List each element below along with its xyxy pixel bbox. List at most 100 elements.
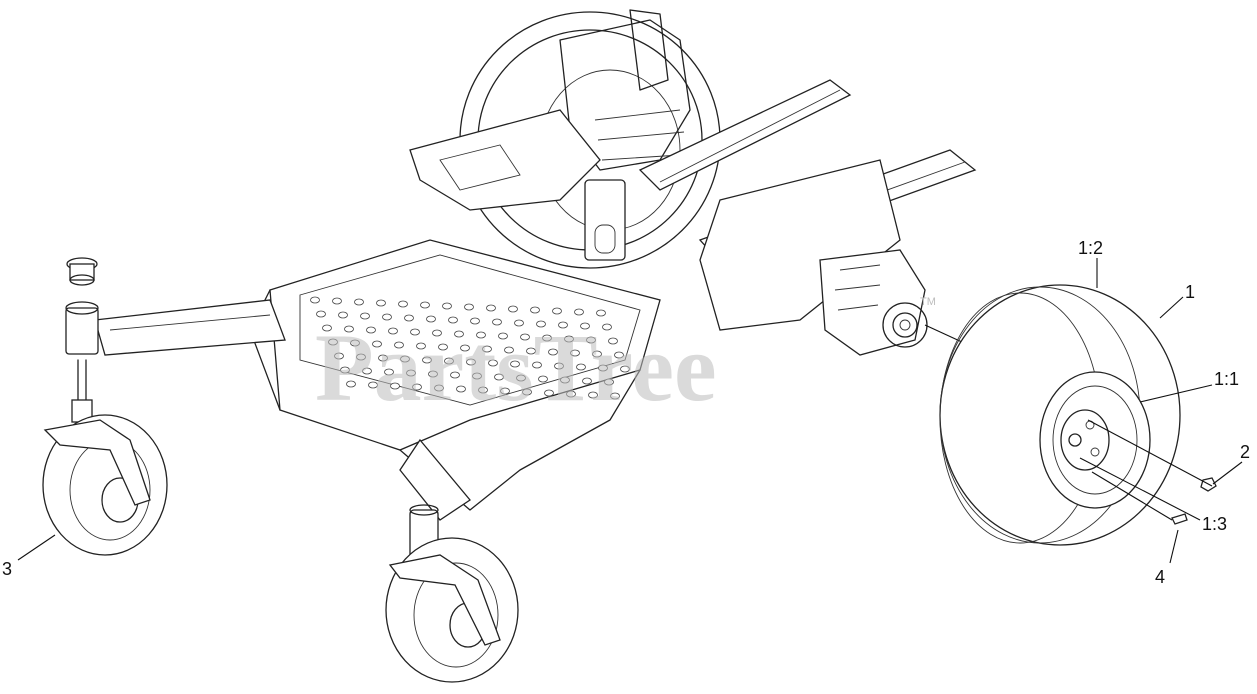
- perforation-hole: [390, 382, 400, 390]
- perforation-hole: [522, 388, 532, 396]
- perforation-hole: [508, 305, 518, 313]
- valve-stem: [1171, 513, 1188, 525]
- perforation-hole: [456, 385, 466, 393]
- perforation-hole: [486, 304, 496, 312]
- perforation-hole: [532, 361, 542, 369]
- perforation-hole: [614, 351, 624, 359]
- perforation-hole: [394, 341, 404, 349]
- perforation-hole: [598, 364, 608, 372]
- callout-1-1: 1:1: [1214, 369, 1239, 389]
- perforation-hole: [504, 346, 514, 354]
- perforation-hole: [406, 369, 416, 377]
- rear-drive-wheel: [939, 284, 1181, 546]
- perforation-hole: [476, 331, 486, 339]
- perforation-hole: [432, 329, 442, 337]
- perforation-hole: [428, 370, 438, 378]
- perforation-hole: [444, 357, 454, 365]
- perforation-hole: [574, 308, 584, 316]
- floor-perforations: [310, 296, 630, 400]
- perforation-hole: [354, 298, 364, 306]
- perforation-hole: [548, 348, 558, 356]
- perforation-hole: [576, 363, 586, 371]
- perforation-hole: [310, 296, 320, 304]
- perforation-hole: [586, 336, 596, 344]
- perforation-hole: [450, 371, 460, 379]
- perforation-hole: [492, 318, 502, 326]
- center-caster-wheel: [385, 504, 519, 683]
- perforation-hole: [470, 317, 480, 325]
- perforation-hole: [384, 368, 394, 376]
- perforation-hole: [438, 343, 448, 351]
- perforation-hole: [400, 355, 410, 363]
- perforation-hole: [620, 365, 630, 373]
- perforation-hole: [494, 373, 504, 381]
- perforation-hole: [412, 383, 422, 391]
- perforation-hole: [498, 332, 508, 340]
- callout-1-3: 1:3: [1202, 514, 1227, 534]
- perforation-hole: [588, 391, 598, 399]
- callout-1: 1: [1185, 282, 1195, 302]
- perforation-hole: [570, 349, 580, 357]
- caster-spindle-left: [65, 257, 99, 423]
- perforation-hole: [558, 321, 568, 329]
- transmission: [819, 249, 976, 356]
- perforation-hole: [564, 335, 574, 343]
- trademark-mark: TM: [920, 296, 936, 308]
- perforation-hole: [610, 392, 620, 400]
- perforation-hole: [516, 374, 526, 382]
- perforation-hole: [388, 327, 398, 335]
- perforation-hole: [544, 389, 554, 397]
- perforation-hole: [362, 367, 372, 375]
- perforation-hole: [334, 352, 344, 360]
- perforation-hole: [350, 339, 360, 347]
- perforation-hole: [368, 381, 378, 389]
- perforation-hole: [488, 359, 498, 367]
- perforation-hole: [338, 311, 348, 319]
- perforation-hole: [346, 380, 356, 388]
- perforation-hole: [422, 356, 432, 364]
- perforation-hole: [604, 378, 614, 386]
- perforation-hole: [420, 301, 430, 309]
- perforation-hole: [560, 376, 570, 384]
- perforation-hole: [580, 322, 590, 330]
- perforation-hole: [322, 324, 332, 332]
- perforation-hole: [434, 384, 444, 392]
- frame-rails: [409, 79, 977, 331]
- perforation-hole: [372, 340, 382, 348]
- callout-4: 4: [1155, 567, 1165, 587]
- perforation-hole: [514, 319, 524, 327]
- perforation-hole: [554, 362, 564, 370]
- perforation-hole: [466, 358, 476, 366]
- perforation-hole: [442, 302, 452, 310]
- perforation-hole: [520, 333, 530, 341]
- left-caster-wheel: [42, 414, 168, 556]
- perforation-hole: [582, 377, 592, 385]
- perforation-hole: [404, 314, 414, 322]
- perforation-hole: [460, 344, 470, 352]
- perforation-hole: [366, 326, 376, 334]
- perforation-hole: [592, 350, 602, 358]
- perforation-hole: [500, 387, 510, 395]
- perforation-hole: [482, 345, 492, 353]
- perforation-hole: [340, 366, 350, 374]
- perforation-hole: [530, 306, 540, 314]
- perforation-hole: [596, 309, 606, 317]
- perforation-hole: [608, 337, 618, 345]
- perforation-hole: [448, 316, 458, 324]
- perforation-hole: [510, 360, 520, 368]
- perforation-hole: [478, 386, 488, 394]
- perforation-hole: [566, 390, 576, 398]
- partstree-watermark: PartsTree: [315, 314, 717, 421]
- perforation-hole: [332, 297, 342, 305]
- perforation-hole: [552, 307, 562, 315]
- perforation-hole: [360, 312, 370, 320]
- callout-2: 2: [1240, 442, 1250, 462]
- callout-1-2: 1:2: [1078, 238, 1103, 258]
- perforation-hole: [538, 375, 548, 383]
- perforation-hole: [328, 338, 338, 346]
- perforation-hole: [464, 303, 474, 311]
- perforation-hole: [454, 330, 464, 338]
- callout-3: 3: [2, 559, 12, 579]
- perforation-hole: [472, 372, 482, 380]
